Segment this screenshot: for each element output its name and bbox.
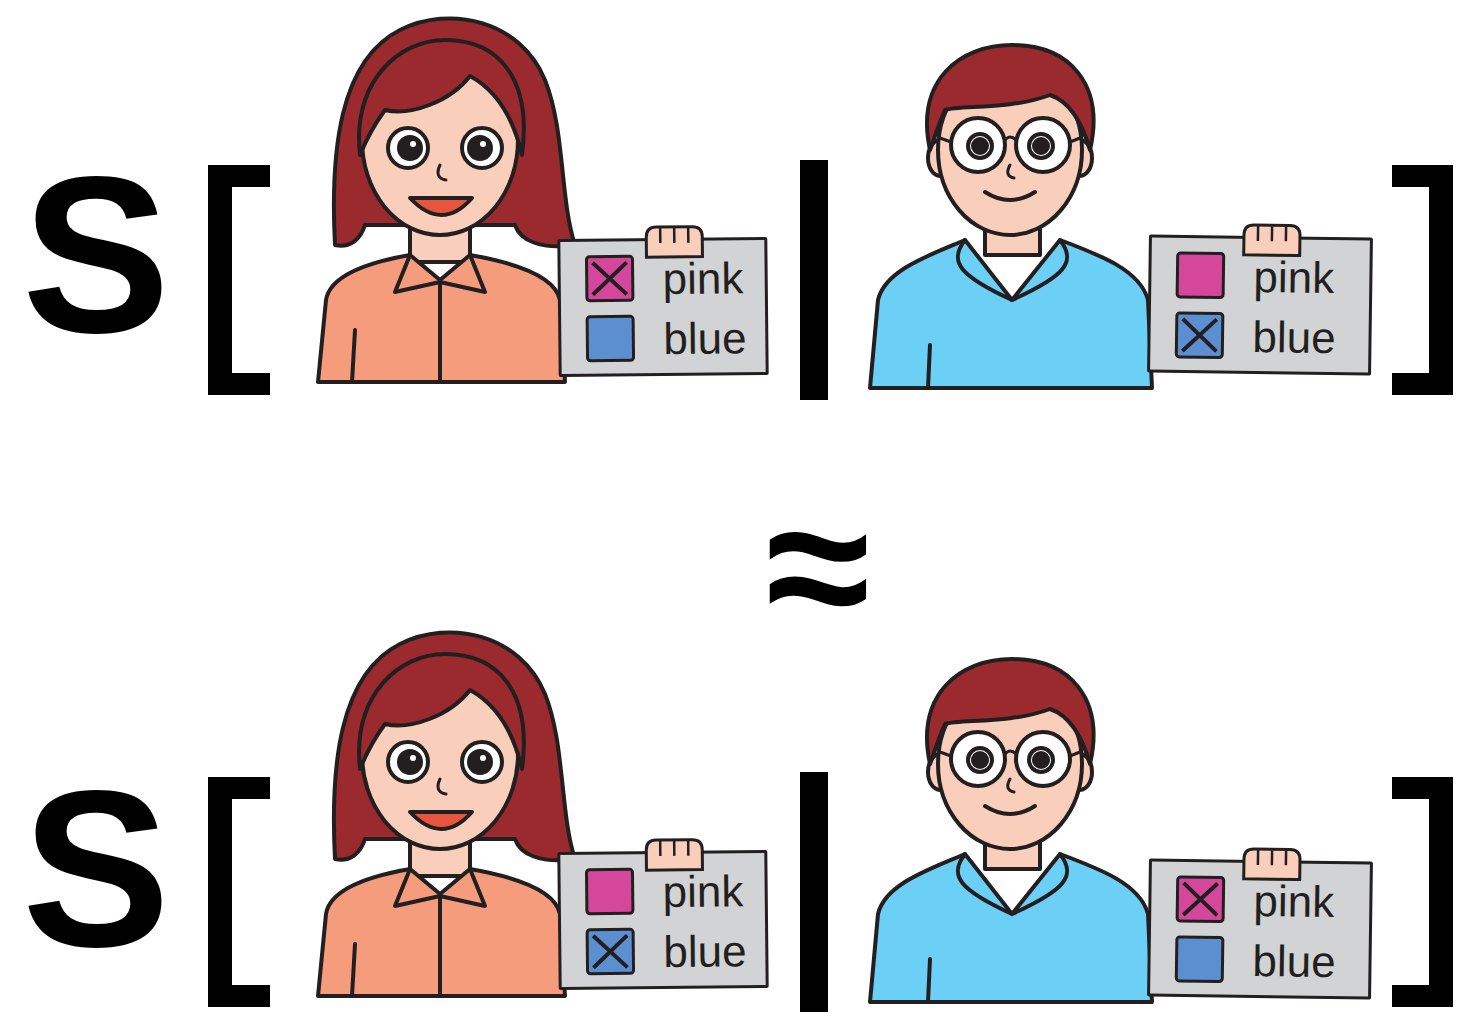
checkbox: [587, 316, 633, 360]
big-letter: S: [22, 144, 170, 366]
man-figure: [870, 45, 1152, 388]
ballot-card: pinkblue: [557, 237, 768, 377]
option-text: blue: [1150, 929, 1369, 992]
check-cross: [593, 262, 627, 294]
finger-lines: [1257, 226, 1285, 241]
check-cross: [1182, 319, 1216, 351]
option-text: blue: [1150, 305, 1369, 368]
checkbox-group: [560, 854, 663, 993]
checkbox: [1176, 313, 1223, 358]
ballot-card: pinkblue: [1147, 858, 1373, 999]
checkbox: [587, 929, 633, 973]
man-figure: [870, 659, 1152, 1002]
checkbox: [1177, 877, 1224, 922]
big-letter: S: [22, 758, 170, 980]
checkbox: [586, 256, 632, 300]
woman-figure: [318, 632, 575, 996]
hand-shape: [646, 840, 702, 871]
hand: [644, 225, 706, 260]
check-cross: [1183, 883, 1217, 915]
check-cross: [593, 935, 627, 967]
finger-lines: [1257, 850, 1285, 865]
hand-shape: [646, 227, 702, 258]
option-text: blue: [561, 308, 766, 370]
option-text: blue: [561, 921, 766, 983]
hand: [644, 838, 706, 873]
brackets: [208, 160, 1453, 400]
finger-lines: [660, 228, 688, 243]
checkbox: [1176, 937, 1223, 982]
approx-sign: ≈: [766, 471, 870, 661]
hand: [1241, 223, 1303, 258]
brackets: [208, 772, 1453, 1012]
checkbox-group: [1150, 237, 1254, 376]
woman-figure: [318, 18, 575, 382]
finger-lines: [660, 841, 688, 856]
checkbox-group: [1150, 861, 1254, 1000]
checkbox: [1177, 253, 1224, 298]
ballot-card: pinkblue: [1147, 234, 1373, 375]
hand: [1241, 847, 1303, 882]
checkbox: [586, 869, 632, 913]
hand-shape: [1243, 849, 1299, 880]
hand-shape: [1243, 225, 1299, 256]
checkbox-group: [560, 241, 663, 380]
ballot-card: pinkblue: [557, 850, 768, 990]
